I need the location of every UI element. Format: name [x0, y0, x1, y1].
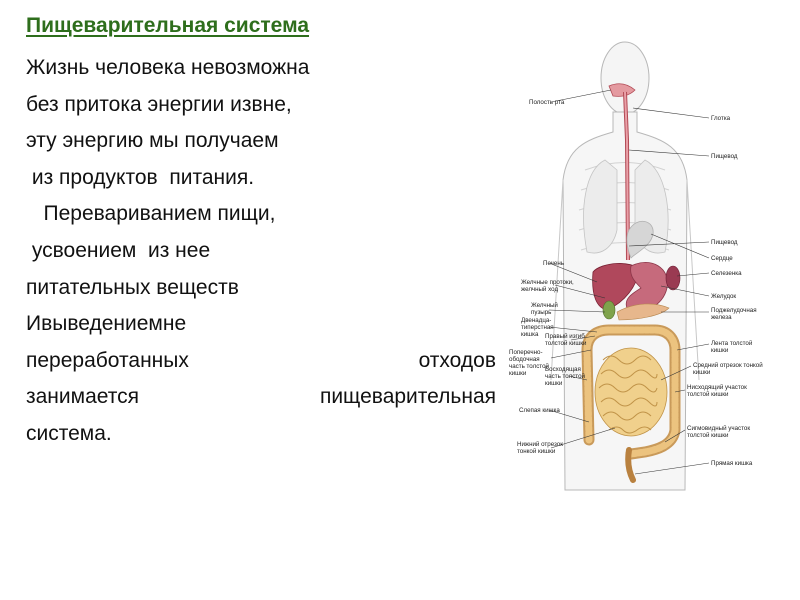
label-spleen: Селезенка — [711, 270, 742, 277]
label-transverse-colon-3: часть толстой — [509, 363, 550, 370]
body-word: пищеварительная — [320, 379, 496, 416]
label-mouth-cavity: Полость рта — [529, 99, 565, 106]
label-liver: Печень — [543, 260, 564, 267]
body-line: питательных веществ — [26, 270, 496, 307]
label-lower-small-intestine-2: тонкой кишки — [517, 448, 556, 455]
body-line: усвоением из нее — [26, 233, 496, 270]
label-duodenum: Двенадца- — [521, 317, 551, 324]
digestive-system-illustration: Полость рта Печень Желчные протоки, желч… — [505, 20, 785, 510]
body-line: без притока энергии извне, — [26, 87, 496, 124]
gallbladder — [603, 301, 615, 319]
label-descending-colon: Нисходящий участок — [687, 384, 747, 391]
label-middle-small-intestine: Средний отрезок тонкой — [693, 362, 763, 369]
label-pancreas-2: железа — [711, 314, 732, 321]
body-line: Жизнь человека невозможна — [26, 50, 496, 87]
label-transverse-colon-4: кишки — [509, 370, 527, 377]
label-pancreas: Поджелудочная — [711, 307, 757, 314]
label-ascending-colon-3: кишки — [545, 380, 563, 387]
label-sigmoid-colon-2: толстой кишки — [687, 432, 729, 439]
body-line: Ивыведениемне — [26, 306, 496, 343]
label-middle-small-intestine-2: кишки — [693, 369, 711, 376]
label-right-colic-flexure: Правый изгиб — [545, 333, 585, 340]
label-cecum: Слепая кишка — [519, 407, 560, 414]
body-line-justified: занимается пищеварительная — [26, 379, 496, 416]
body-line: система. — [26, 416, 496, 453]
body-line: Перевариванием пищи, — [26, 196, 496, 233]
label-bile-ducts-2: желчный ход — [521, 286, 558, 293]
label-ascending-colon: Восходящая — [545, 366, 581, 373]
label-colon-band-2: кишки — [711, 347, 729, 354]
label-transverse-colon: Поперечно- — [509, 349, 543, 356]
label-duodenum-3: кишка — [521, 331, 539, 338]
label-pharynx: Глотка — [711, 115, 731, 122]
label-rectum: Прямая кишка — [711, 460, 753, 467]
spleen — [666, 266, 680, 290]
small-intestine — [595, 348, 667, 436]
label-right-colic-flexure-2: толстой кишки — [545, 340, 587, 347]
body-line-justified: переработанных отходов — [26, 343, 496, 380]
label-lower-small-intestine: Нижний отрезок — [517, 441, 563, 448]
label-heart: Сердце — [711, 255, 733, 262]
label-duodenum-2: типерстная — [521, 324, 554, 331]
label-stomach: Желудок — [711, 293, 736, 300]
label-colon-band: Лента толстой — [711, 340, 753, 347]
body-word: отходов — [419, 343, 496, 380]
label-bile-ducts: Желчные протоки, — [521, 279, 574, 286]
label-esophagus-upper: Пищевод — [711, 153, 738, 160]
body-line: эту энергию мы получаем — [26, 123, 496, 160]
slide-body-text: Жизнь человека невозможна без притока эн… — [26, 50, 496, 453]
anatomy-figure: Полость рта Печень Желчные протоки, желч… — [505, 20, 785, 510]
label-esophagus-lower: Пищевод — [711, 239, 738, 246]
labels-right: Глотка Пищевод Пищевод Сердце Селезенка … — [687, 115, 763, 467]
body-word: занимается — [26, 379, 139, 416]
slide-title: Пищеварительная система — [26, 14, 309, 38]
label-transverse-colon-2: ободочная — [509, 356, 540, 363]
label-descending-colon-2: толстой кишки — [687, 391, 729, 398]
label-sigmoid-colon: Сигмовидный участок — [687, 425, 750, 432]
label-ascending-colon-2: часть толстой — [545, 373, 586, 380]
label-gallbladder: Желчный — [531, 302, 558, 309]
label-gallbladder-2: пузырь — [531, 309, 551, 316]
body-line: из продуктов питания. — [26, 160, 496, 197]
body-word: переработанных — [26, 343, 189, 380]
